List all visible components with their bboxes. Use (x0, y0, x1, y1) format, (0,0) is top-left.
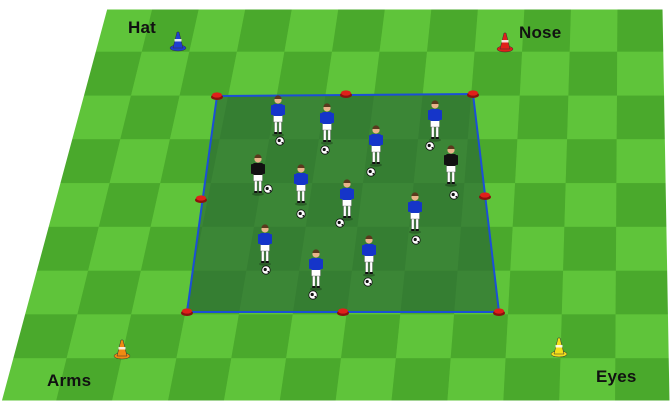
grass-tile (564, 183, 616, 227)
grass-tile (284, 8, 338, 52)
football (262, 266, 270, 274)
grass-tile (228, 52, 284, 96)
grass-tile (561, 314, 616, 358)
grass-tile (280, 358, 341, 402)
grass-tile (237, 8, 292, 52)
grass-tile (180, 52, 237, 96)
grass-tile (570, 8, 618, 52)
grass-tile (380, 8, 432, 52)
football (297, 210, 305, 218)
grass-tile (427, 8, 478, 52)
grass-tile (374, 52, 427, 96)
football (264, 185, 272, 193)
football (321, 146, 329, 154)
grass-tile (88, 227, 151, 271)
grass-tile (336, 358, 396, 402)
grass-tile (517, 96, 568, 140)
grass-tile (396, 314, 454, 358)
grass-tile (503, 358, 560, 402)
football (426, 142, 434, 150)
grass-tile (224, 358, 286, 402)
grass-tile (616, 183, 668, 227)
grass-tile (617, 96, 667, 140)
grass-tile (423, 52, 475, 96)
grass-tile (562, 271, 616, 315)
grass-tile (617, 8, 665, 52)
grass-tile (566, 139, 617, 183)
football (309, 291, 317, 299)
grass-tile (568, 52, 617, 96)
football (276, 137, 284, 145)
grass-tile (131, 271, 194, 315)
grass-tile (447, 358, 505, 402)
grass-tile (510, 227, 564, 271)
label-nose: Nose (519, 23, 561, 43)
grass-tile (332, 8, 385, 52)
grass-tile (189, 8, 245, 52)
grass-tile (475, 8, 525, 52)
grass-tile (616, 139, 667, 183)
grass-tile (112, 358, 177, 402)
grass-tile (341, 314, 400, 358)
grass-tile (508, 271, 563, 315)
grass-tile (231, 314, 292, 358)
football (367, 168, 375, 176)
label-eyes: Eyes (596, 367, 637, 387)
grass-tile (176, 314, 239, 358)
grass-tile (168, 358, 232, 402)
grass-tile (563, 227, 616, 271)
grass-tile (616, 227, 669, 271)
grass-tile (325, 52, 379, 96)
label-arms: Arms (47, 371, 91, 391)
grass-tile (77, 271, 140, 315)
football (364, 278, 372, 286)
football (450, 191, 458, 199)
football (412, 236, 420, 244)
grass-tile (277, 52, 332, 96)
grass-tile (99, 183, 161, 227)
grass-tile (515, 139, 567, 183)
grass-tile (286, 314, 346, 358)
grass-tile (567, 96, 617, 140)
grass-tile (617, 52, 666, 96)
grass-tile (615, 314, 670, 358)
grass-tile (391, 358, 450, 402)
grass-tile (451, 314, 508, 358)
label-hat: Hat (128, 18, 156, 38)
grass-tile (616, 271, 670, 315)
grass-tile (513, 183, 566, 227)
grass-tile (471, 52, 522, 96)
grass-tile (122, 314, 186, 358)
grass-tile (520, 52, 570, 96)
